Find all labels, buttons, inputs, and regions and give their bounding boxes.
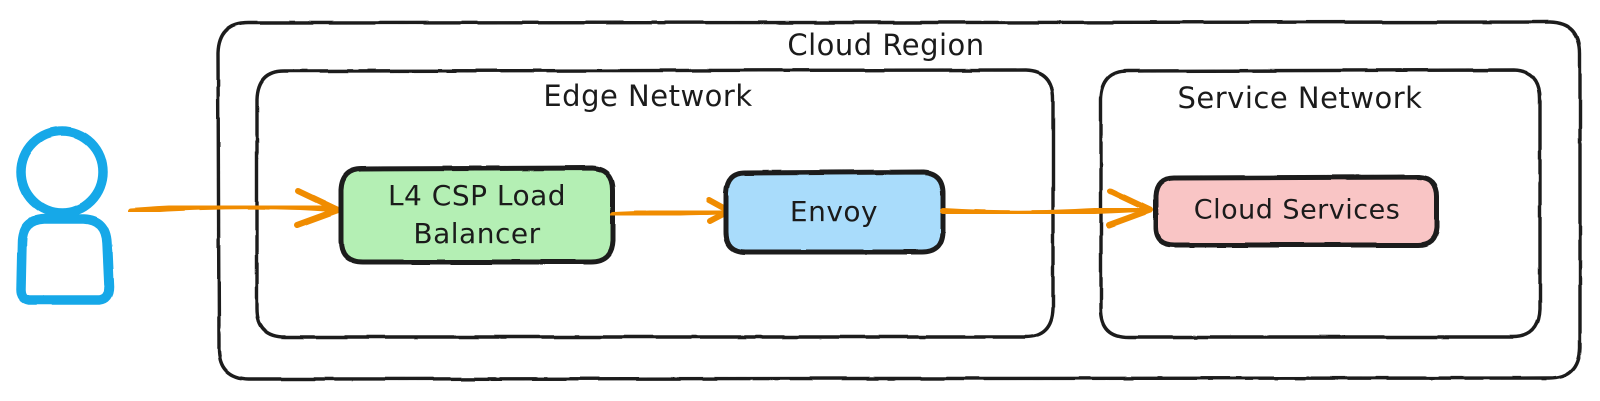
envoy-box-shape bbox=[723, 169, 946, 255]
cloud-services-box-shape bbox=[1153, 174, 1440, 248]
service-network-label: Service Network bbox=[1178, 81, 1423, 115]
cloud-services-label: Cloud Services bbox=[1194, 195, 1401, 226]
connector-user-to-lb[interactable] bbox=[128, 188, 341, 228]
user-actor[interactable] bbox=[16, 126, 114, 305]
lb-label-line1: L4 CSP Load bbox=[388, 179, 566, 212]
node-cloud-services[interactable]: Cloud Services bbox=[1153, 174, 1440, 248]
edge-network-border bbox=[255, 68, 1055, 339]
container-service-network[interactable]: Service Network bbox=[1099, 68, 1542, 339]
cloud-region-border bbox=[216, 20, 1582, 381]
envoy-label: Envoy bbox=[790, 195, 878, 228]
arrowhead-icon bbox=[1106, 188, 1153, 228]
container-edge-network[interactable]: Edge Network bbox=[255, 68, 1055, 339]
arrowhead-icon bbox=[294, 188, 341, 228]
user-person-icon bbox=[16, 126, 114, 305]
container-cloud-region[interactable]: Cloud Region bbox=[216, 20, 1582, 381]
cloud-region-label: Cloud Region bbox=[787, 28, 984, 62]
connector-lb-to-envoy[interactable] bbox=[610, 197, 732, 224]
node-envoy[interactable]: Envoy bbox=[723, 169, 946, 255]
lb-label-line2: Balancer bbox=[413, 217, 540, 250]
connector-envoy-to-services[interactable] bbox=[940, 188, 1153, 228]
node-l4-csp-load-balancer[interactable]: L4 CSP Load Balancer bbox=[338, 165, 616, 265]
edge-network-label: Edge Network bbox=[543, 79, 752, 113]
connector-line bbox=[610, 208, 727, 218]
connector-line bbox=[940, 206, 1147, 217]
connector-line bbox=[128, 203, 335, 214]
lb-box-shape bbox=[338, 165, 616, 265]
service-network-border bbox=[1099, 68, 1542, 339]
